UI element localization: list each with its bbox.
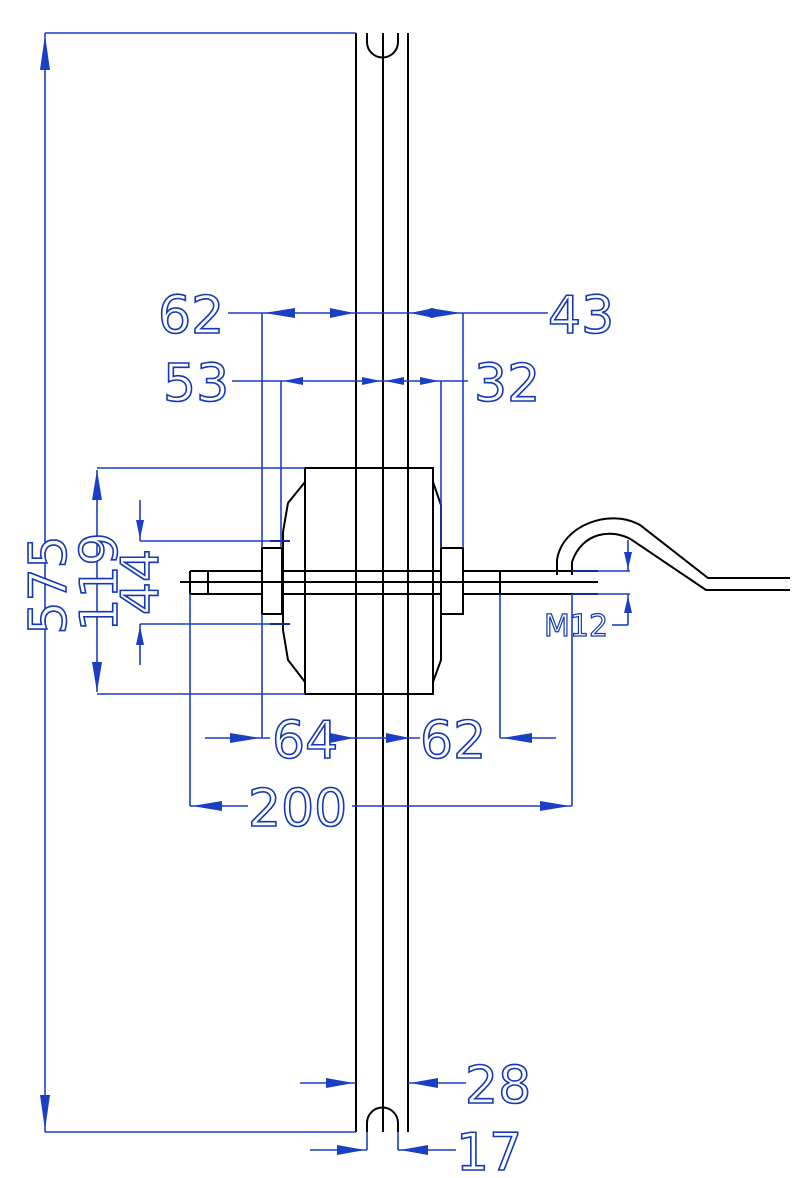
motor-cable	[556, 517, 790, 591]
dimension-575	[40, 32, 356, 1133]
label-575: 575	[19, 535, 79, 634]
label-119: 119	[70, 532, 130, 631]
dimension-17	[310, 1132, 456, 1155]
label-28: 28	[465, 1056, 531, 1116]
dimension-28	[300, 1078, 466, 1088]
dimension-m12	[572, 540, 632, 626]
label-200: 200	[248, 779, 347, 839]
dimension-119	[92, 467, 305, 695]
label-32: 32	[474, 354, 540, 414]
label-17: 17	[456, 1123, 522, 1178]
label-53: 53	[163, 354, 229, 414]
dimension-200	[189, 594, 573, 811]
hub-motor	[180, 467, 598, 695]
dimension-64-62	[205, 594, 556, 743]
label-43: 43	[548, 286, 614, 346]
label-62-bottom: 62	[420, 711, 486, 771]
label-62-top: 62	[158, 286, 224, 346]
label-64: 64	[272, 711, 338, 771]
dimension-62-43	[228, 308, 548, 548]
label-m12: M12	[544, 609, 608, 644]
label-44: 44	[111, 549, 171, 615]
dimension-53-32	[232, 377, 468, 548]
dimension-44	[136, 500, 290, 665]
